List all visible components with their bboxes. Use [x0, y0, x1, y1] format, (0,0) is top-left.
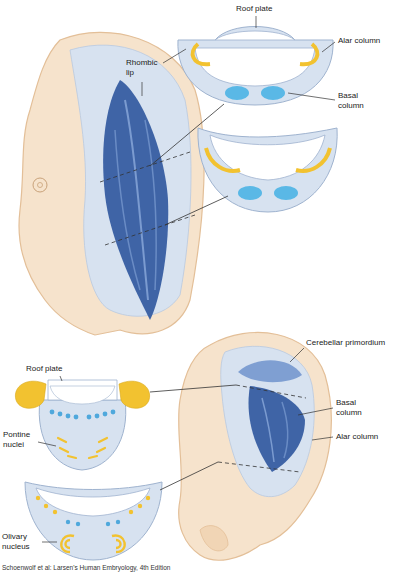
leader-line [42, 542, 57, 543]
basal-column [225, 86, 249, 100]
part-label: Cerebellar primordium [306, 338, 385, 348]
basal-nuclei [50, 410, 116, 420]
alar-nuclei [36, 496, 150, 514]
plane-line [160, 462, 218, 490]
leader-line [290, 348, 304, 362]
lower-section [25, 482, 162, 560]
roof-plate [215, 31, 295, 40]
ventricle [210, 135, 325, 180]
alar-column [206, 148, 240, 171]
plane-line [150, 385, 236, 392]
plane-line [165, 196, 228, 225]
cerebellar-primordium [238, 360, 302, 382]
alar-column [300, 44, 317, 64]
section-plane [100, 104, 228, 245]
section-wall [198, 128, 337, 212]
section-wall [178, 27, 333, 106]
part-label: Roof plate [26, 364, 62, 374]
leader-line [38, 442, 56, 446]
lower-embryo [179, 332, 332, 560]
basal-column [274, 186, 298, 200]
part-label: Alar column [336, 432, 378, 442]
section-wall [39, 400, 126, 470]
ventricle [36, 488, 150, 516]
limb-bud [200, 526, 228, 551]
leader-line [142, 82, 143, 96]
basal-column [238, 186, 262, 200]
part-label: Roof plate [236, 4, 272, 14]
rhombic-lip [15, 381, 46, 408]
plane-line [100, 152, 190, 182]
rhombic-lip [119, 381, 150, 408]
rhombic-fossa [103, 80, 168, 320]
leader-line [60, 376, 62, 381]
embryo-outline [19, 32, 204, 335]
upper-section [198, 128, 337, 212]
floor-ridge [145, 120, 156, 290]
pontine-nuclei [58, 438, 107, 458]
eye [38, 183, 43, 188]
part-label: Olivary nucleus [2, 532, 40, 552]
leader-line [298, 408, 333, 415]
alar-column [193, 44, 210, 64]
floor-ridge [115, 130, 140, 290]
part-label: Rhombic lip [126, 58, 160, 78]
part-label: Basal column [338, 91, 372, 111]
alar-column [296, 148, 330, 171]
leader-line [288, 93, 335, 100]
neural-tube [221, 346, 315, 496]
plane-line [236, 385, 306, 398]
plane-line [150, 104, 224, 166]
part-label: Pontine nuclei [3, 430, 37, 450]
basal-column [261, 86, 285, 100]
basal-nuclei [66, 520, 120, 526]
plane-line [105, 215, 195, 245]
plane-line [218, 462, 300, 472]
leader-line [312, 437, 333, 440]
floor-ridge [262, 398, 274, 462]
figure-caption: Schoenwolf et al: Larsen's Human Embryol… [2, 564, 170, 572]
rhombic-fossa [249, 386, 305, 472]
upper-embryo [19, 32, 204, 335]
section-plane [150, 385, 306, 490]
ventricle [195, 48, 315, 86]
olivary-nucleus [112, 535, 125, 552]
leader-lines [38, 16, 335, 542]
lower-section [15, 380, 149, 470]
leader-line [322, 42, 335, 52]
embryo-outline [179, 332, 332, 560]
ventricle [50, 386, 115, 404]
part-label: Basal column [336, 398, 370, 418]
eye [33, 178, 47, 192]
floor-ridge [125, 100, 148, 300]
leader-line [256, 16, 257, 28]
part-label: Alar column [338, 36, 380, 46]
olivary-nucleus [61, 535, 74, 552]
section-wall [25, 482, 162, 560]
upper-section [178, 27, 333, 106]
leader-line [163, 49, 186, 63]
floor-ridge [282, 402, 288, 458]
